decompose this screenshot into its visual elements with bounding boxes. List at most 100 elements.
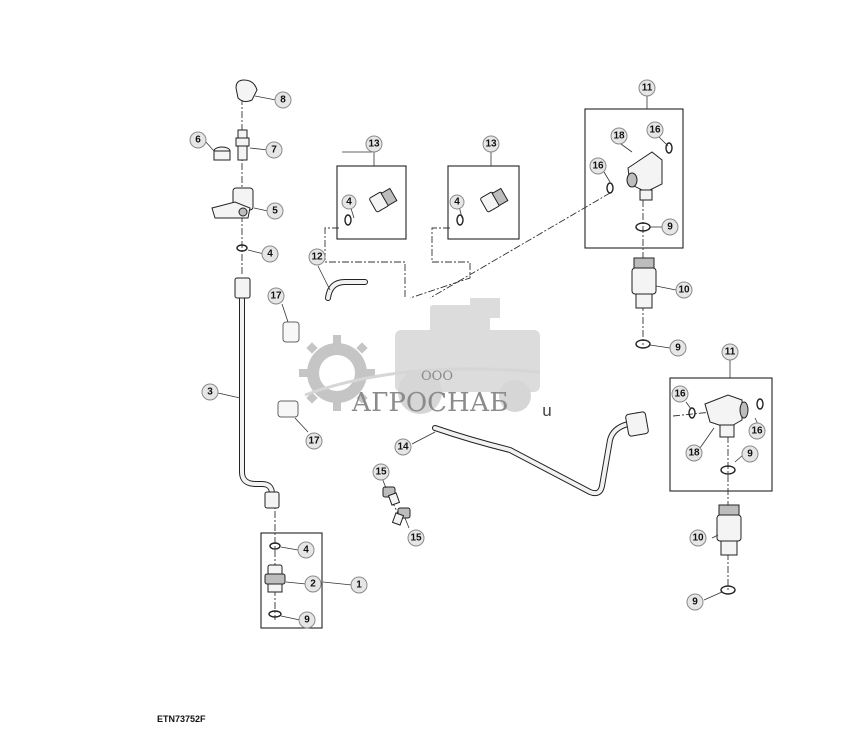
callout-15-upper: 15 (372, 463, 390, 481)
callout-16-top-right: 16 (646, 121, 664, 139)
adapter-13-right (456, 187, 509, 226)
bolt-15-upper (382, 486, 401, 506)
svg-text:11: 11 (642, 83, 653, 94)
svg-text:9: 9 (747, 449, 753, 460)
callout-9-box1: 9 (298, 611, 316, 629)
callout-3: 3 (201, 383, 219, 401)
callout-17-upper: 17 (267, 287, 285, 305)
adapter-13-left (344, 187, 398, 226)
callout-15-lower: 15 (407, 529, 425, 547)
group-box-1 (260, 532, 323, 629)
assembly-line-11-top (429, 192, 611, 299)
group-box-11-bottom (669, 377, 773, 492)
tee-fitting-18-bottom (688, 394, 764, 438)
svg-text:9: 9 (692, 597, 698, 608)
cap-8 (235, 79, 258, 103)
svg-text:17: 17 (270, 291, 282, 302)
svg-text:1: 1 (356, 580, 362, 591)
callout-18-top: 18 (610, 127, 628, 145)
svg-text:9: 9 (675, 343, 681, 354)
callout-14: 14 (394, 438, 412, 456)
svg-text:9: 9 (304, 615, 310, 626)
svg-text:16: 16 (674, 389, 686, 400)
valve-10-top (631, 257, 657, 309)
svg-text:4: 4 (303, 545, 309, 556)
watermark-company-name: АГРОСНАБ (351, 388, 508, 418)
svg-text:10: 10 (678, 285, 690, 296)
svg-text:15: 15 (410, 533, 422, 544)
clip-17-upper (282, 321, 300, 343)
callout-16-bottom-right: 16 (748, 422, 766, 440)
group-box-11-top (584, 108, 684, 249)
group-box-13-left (336, 165, 407, 240)
svg-text:8: 8 (280, 95, 286, 106)
callout-16-bottom-left: 16 (671, 385, 689, 403)
callout-9-bottom: 9 (686, 593, 704, 611)
callout-2: 2 (304, 575, 322, 593)
callout-4-box1: 4 (297, 541, 315, 559)
svg-text:13: 13 (368, 139, 380, 150)
callout-12: 12 (308, 248, 326, 266)
washer-9-bottom (720, 585, 736, 595)
callout-4-13-right: 4 (449, 194, 465, 210)
svg-text:16: 16 (751, 426, 763, 437)
svg-text:7: 7 (271, 145, 277, 156)
svg-text:16: 16 (649, 125, 661, 136)
valve-10-bottom (716, 504, 742, 556)
callout-17-lower: 17 (305, 432, 323, 450)
svg-text:5: 5 (272, 206, 278, 217)
svg-text:15: 15 (375, 467, 387, 478)
oring-4-left (236, 244, 248, 252)
washer-9-11-bottom (720, 465, 736, 475)
callout-9-11-bottom: 9 (741, 445, 759, 463)
svg-text:11: 11 (725, 347, 736, 358)
svg-text:6: 6 (195, 135, 201, 146)
svg-text:4: 4 (346, 197, 352, 208)
callout-4-left: 4 (261, 245, 279, 263)
svg-text:2: 2 (310, 579, 316, 590)
tee-fitting-18-top (606, 142, 673, 201)
washer-9-box1 (268, 610, 282, 618)
fitting-2 (264, 564, 286, 593)
callout-13-left: 13 (365, 135, 383, 153)
assembly-line-13-left (324, 227, 406, 298)
assembly-line-13-right (409, 227, 471, 299)
callout-11-bottom: 11 (721, 343, 739, 361)
callout-9-top: 9 (669, 339, 687, 357)
bolt-15-lower (391, 507, 411, 526)
figure-reference-code: ETN73752F (157, 714, 206, 724)
washer-9-top (635, 339, 651, 349)
svg-text:12: 12 (311, 252, 323, 263)
plug-6 (213, 146, 231, 161)
assembly-line-11-bottom-horizontal (672, 411, 713, 417)
leader-lines (204, 95, 761, 621)
callout-6: 6 (189, 131, 207, 149)
harvester-silhouette (395, 298, 540, 414)
oring-4-box1 (269, 542, 281, 550)
callout-4-13-left: 4 (341, 194, 357, 210)
svg-text:9: 9 (667, 222, 673, 233)
callout-13-right: 13 (482, 135, 500, 153)
watermark: ООО АГРОСНАБ u (299, 298, 552, 420)
svg-text:16: 16 (592, 161, 604, 172)
watermark-prefix: ООО (421, 369, 453, 384)
callout-18-bottom: 18 (685, 444, 703, 462)
tube-14 (432, 411, 649, 497)
svg-text:4: 4 (267, 249, 273, 260)
callout-9-11-top: 9 (661, 218, 679, 236)
svg-text:14: 14 (397, 442, 409, 453)
block-5 (211, 187, 254, 219)
svg-text:4: 4 (454, 197, 460, 208)
callout-7: 7 (265, 141, 283, 159)
svg-text:17: 17 (308, 436, 320, 447)
callout-8: 8 (274, 91, 292, 109)
callout-16-top-left: 16 (589, 157, 607, 175)
svg-text:3: 3 (207, 387, 213, 398)
svg-text:18: 18 (688, 448, 700, 459)
clip-17-lower (277, 400, 299, 418)
callout-5: 5 (266, 202, 284, 220)
svg-text:10: 10 (692, 533, 704, 544)
callout-11-top: 11 (638, 79, 656, 97)
